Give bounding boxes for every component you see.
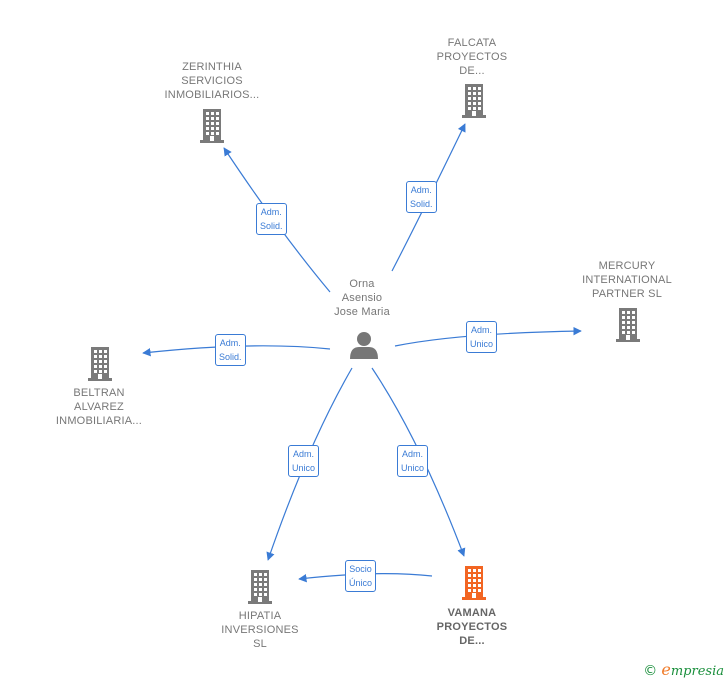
node-label-line: VAMANA [447,607,497,619]
node-label-hipatia[interactable]: HIPATIA INVERSIONES SL [200,609,320,651]
node-label-line: INMOBILIARIA... [55,415,143,427]
node-label-zerinthia[interactable]: ZERINTHIA SERVICIOS INMOBILIARIOS... [152,60,272,102]
building-icon-vamana[interactable] [462,566,486,600]
node-label-line: PROYECTOS [436,621,508,633]
node-label-line: BELTRAN [73,387,125,399]
building-icon-zerinthia[interactable] [200,109,224,143]
node-label-line: PROYECTOS [436,51,508,63]
node-label-line: Jose Maria [334,306,390,318]
relation-label-line: Adm. [260,207,282,217]
relation-label-line: Unico [470,339,494,349]
node-label-line: INVERSIONES [221,624,299,636]
person-icon[interactable] [350,332,378,359]
node-label-line: DE... [459,635,485,647]
node-label-mercury[interactable]: MERCURY INTERNATIONAL PARTNER SL [567,259,687,301]
node-label-line: ALVAREZ [74,401,124,413]
building-icon-hipatia[interactable] [248,570,272,604]
building-icon-mercury[interactable] [616,308,640,342]
copyright-symbol: © [643,663,658,679]
building-icon-falcata[interactable] [462,84,486,118]
node-label-line: HIPATIA [238,610,282,622]
building-icon-beltran[interactable] [88,347,112,381]
relation-label-line: Adm. [402,449,424,459]
node-label-vamana[interactable]: VAMANA PROYECTOS DE... [412,606,532,648]
node-label-line: ZERINTHIA [182,61,242,73]
relation-label-line: Adm. [219,338,241,348]
relation-label-person-to-falcata[interactable]: Adm. Solid. [406,181,437,213]
empresia-logo: © empresia [643,660,724,679]
brand-initial: e [661,660,671,679]
relation-label-line: Solid. [219,352,242,362]
node-label-line: Orna [349,278,375,290]
relation-label-line: Único [349,578,373,588]
relation-label-person-to-vamana[interactable]: Adm. Unico [397,445,429,477]
relation-label-line: Unico [401,463,425,473]
node-label-line: DE... [459,65,485,77]
relation-label-line: Unico [292,463,316,473]
relation-label-person-to-mercury[interactable]: Adm. Unico [466,321,498,353]
node-label-line: SL [253,638,267,650]
relation-label-line: Adm. [410,185,432,195]
node-label-line: Asensio [341,292,383,304]
relation-label-line: Solid. [410,199,433,209]
node-label-line: PARTNER SL [591,288,663,300]
node-label-line: SERVICIOS [181,75,243,87]
node-label-line: INTERNATIONAL [582,274,672,286]
node-label-beltran[interactable]: BELTRAN ALVAREZ INMOBILIARIA... [39,386,159,428]
brand-name: mpresia [670,664,724,679]
relation-label-person-to-hipatia[interactable]: Adm. Unico [288,445,320,477]
relation-label-line: Adm. [471,325,493,335]
node-label-line: FALCATA [447,37,497,49]
node-label-line: INMOBILIARIOS... [164,89,260,101]
relation-label-person-to-beltran[interactable]: Adm. Solid. [215,334,246,366]
node-label-line: MERCURY [598,260,656,272]
relation-label-person-to-zerinthia[interactable]: Adm. Solid. [256,203,287,235]
node-label-falcata[interactable]: FALCATA PROYECTOS DE... [412,36,532,78]
relation-label-line: Adm. [293,449,315,459]
relation-label-line: Socio [349,564,372,574]
relation-label-line: Solid. [260,221,283,231]
